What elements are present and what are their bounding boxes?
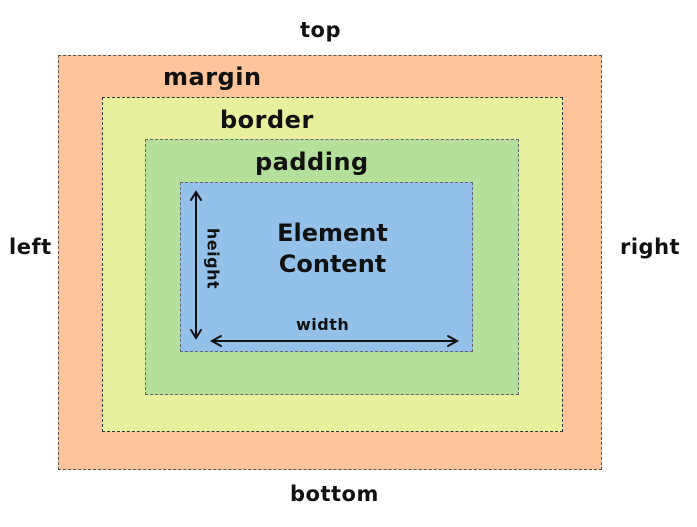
element-content-line-2: Content	[278, 250, 387, 278]
top-label: top	[300, 18, 341, 42]
content-box	[180, 182, 473, 352]
margin-label: margin	[163, 63, 262, 91]
height-arrow	[190, 190, 202, 340]
width-arrow	[209, 335, 460, 347]
height-label: height	[203, 227, 223, 290]
padding-label: padding	[255, 148, 369, 176]
element-content-title: Element Content	[250, 218, 415, 280]
width-label: width	[296, 315, 350, 334]
left-label: left	[9, 235, 52, 259]
right-label: right	[620, 235, 681, 259]
border-label: border	[220, 106, 314, 134]
bottom-label: bottom	[290, 482, 379, 506]
element-content-line-1: Element	[277, 219, 388, 247]
